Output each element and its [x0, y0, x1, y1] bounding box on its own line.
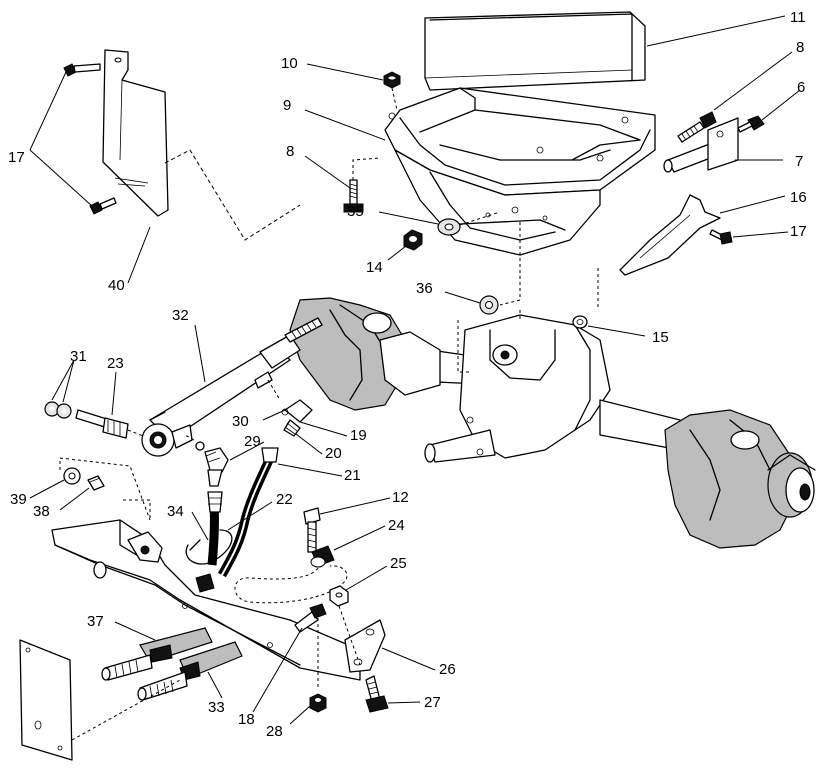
callout-17-left: 17 — [8, 149, 25, 166]
callout-30: 30 — [232, 413, 249, 430]
callout-6: 6 — [797, 79, 805, 96]
callout-11: 11 — [790, 9, 806, 26]
washers-31 — [44, 401, 72, 419]
callout-15: 15 — [652, 329, 669, 346]
transaxle — [289, 222, 816, 549]
callout-26: 26 — [439, 661, 456, 678]
callout-36: 36 — [416, 280, 433, 297]
callout-37: 37 — [87, 613, 104, 630]
clip-39 — [63, 467, 81, 485]
callout-22: 22 — [276, 491, 293, 508]
bolt-18 — [294, 603, 327, 690]
callout-20: 20 — [325, 445, 342, 462]
bolt-8-left — [343, 157, 381, 213]
elbow-29 — [184, 434, 229, 487]
nut-10 — [383, 71, 401, 111]
bolt-6 — [737, 115, 765, 133]
callout-19: 19 — [350, 427, 367, 444]
hoses — [185, 447, 279, 578]
fitting-19 — [267, 379, 313, 437]
callout-8-right: 8 — [796, 39, 804, 56]
hose-33 — [137, 641, 243, 701]
callout-10: 10 — [281, 55, 298, 72]
screw-17-top — [63, 63, 101, 77]
callout-18: 18 — [238, 711, 255, 728]
callout-23: 23 — [107, 355, 124, 372]
leader-lines — [29, 15, 801, 725]
nut-28 — [309, 693, 327, 713]
callout-34: 34 — [167, 503, 184, 520]
callout-24: 24 — [388, 517, 405, 534]
callout-27: 27 — [424, 694, 441, 711]
washer-35 — [437, 211, 501, 236]
nut-14 — [403, 229, 423, 251]
fitting-38 — [59, 457, 151, 521]
bolt-8-right — [677, 111, 717, 143]
fitting-23 — [75, 409, 144, 439]
pin-7 — [663, 117, 739, 173]
callout-25: 25 — [390, 555, 407, 572]
callout-40: 40 — [108, 277, 125, 294]
callout-labels: 11 8 6 7 16 17 10 9 8 35 14 17 40 36 15 … — [8, 9, 807, 740]
callout-31: 31 — [70, 348, 87, 365]
callout-9: 9 — [283, 97, 291, 114]
callout-12: 12 — [392, 489, 409, 506]
callout-28: 28 — [266, 723, 283, 740]
callout-39: 39 — [10, 491, 27, 508]
callout-35: 35 — [347, 203, 364, 220]
cover-plate — [19, 639, 181, 761]
bolt-27 — [365, 675, 389, 713]
hose-37 — [101, 627, 213, 681]
callout-21: 21 — [344, 467, 361, 484]
callout-14: 14 — [366, 259, 383, 276]
callout-16: 16 — [790, 189, 807, 206]
callout-38: 38 — [33, 503, 50, 520]
callout-17-right: 17 — [790, 223, 807, 240]
callout-7: 7 — [795, 153, 803, 170]
bushing-24 — [234, 545, 348, 604]
hydraulic-cylinder — [141, 317, 323, 457]
bolt-12 — [303, 507, 321, 553]
flap-40 — [102, 49, 301, 241]
callout-29: 29 — [244, 433, 261, 450]
bushing-lower — [195, 573, 215, 593]
cushion-pad — [424, 11, 646, 91]
screw-17-bottom — [89, 197, 117, 215]
bracket-16 — [619, 194, 733, 276]
callout-32: 32 — [172, 307, 189, 324]
callout-8-left: 8 — [286, 143, 294, 160]
nut-25 — [329, 585, 361, 666]
callout-33: 33 — [208, 699, 225, 716]
